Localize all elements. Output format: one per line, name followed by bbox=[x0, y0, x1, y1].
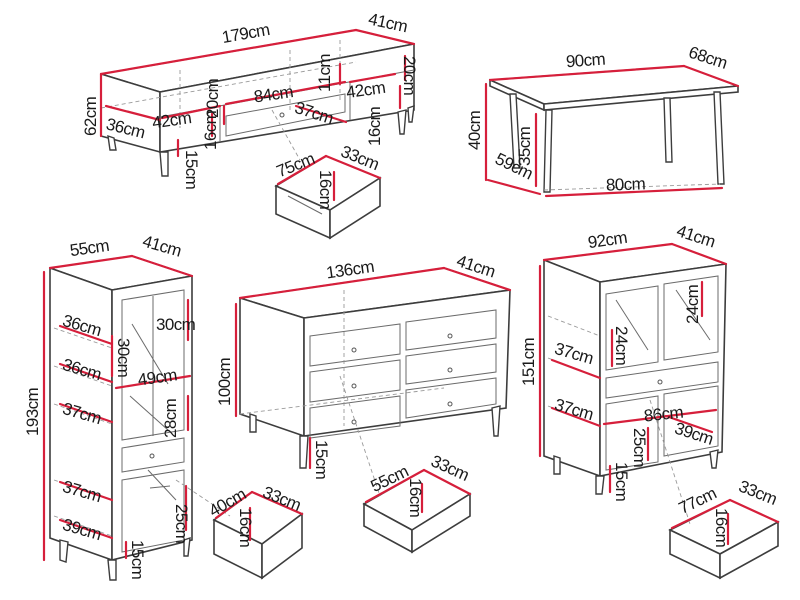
dresser-drawer-drawing bbox=[339, 375, 472, 554]
tv-inner-depth-label: 36cm bbox=[104, 114, 147, 142]
bookcase-drawer-height-label: 16cm bbox=[236, 508, 255, 548]
tv-drawer-drawing bbox=[271, 109, 382, 240]
tv-center-width-label: 84cm bbox=[253, 82, 295, 106]
bookcase-height-label: 193cm bbox=[23, 388, 42, 436]
highboard-shelf-left-label: 24cm bbox=[612, 326, 631, 366]
tv-leg-height-label: 15cm bbox=[182, 150, 201, 190]
tv-height-label: 62cm bbox=[81, 96, 100, 136]
table-width-label: 90cm bbox=[565, 50, 606, 72]
dresser-height-label: 100cm bbox=[215, 358, 234, 406]
dresser-labels: 136cm 41cm 100cm 15cm bbox=[215, 251, 498, 479]
bookcase-compartment-label: 30cm bbox=[114, 338, 133, 378]
bookcase-inner-width-label: 49cm bbox=[137, 365, 179, 389]
bookcase-dimensions bbox=[42, 254, 194, 562]
tv-depth-label: 41cm bbox=[367, 9, 410, 36]
highboard-dimensions bbox=[538, 242, 728, 494]
tv-drawer-height-label: 16cm bbox=[365, 106, 384, 146]
highboard-height-label: 151cm bbox=[519, 338, 538, 386]
coffee-table-labels: 90cm 68cm 40cm 59cm 35cm 80cm bbox=[465, 43, 730, 195]
dresser-dimensions bbox=[234, 266, 512, 470]
tv-cabinet-dimensions bbox=[99, 28, 416, 158]
highboard-leg-height-label: 15cm bbox=[612, 462, 631, 502]
dresser-leg-height-label: 15cm bbox=[312, 440, 331, 480]
highboard-inner-width-label: 86cm bbox=[643, 403, 684, 426]
tv-inner-height-label: 16cm bbox=[201, 110, 220, 150]
tv-left-niche-label: 42cm bbox=[151, 108, 193, 132]
bookcase-glass-inner-label: 30cm bbox=[156, 315, 196, 334]
coffee-table-dimensions bbox=[484, 64, 740, 198]
tv-width-label: 179cm bbox=[220, 20, 271, 47]
dresser-drawer-height-label: 16cm bbox=[406, 478, 425, 518]
table-bottom-width-label: 80cm bbox=[606, 174, 646, 194]
tv-niche-height-label: 20cm bbox=[203, 78, 222, 118]
highboard-drawer-drawing bbox=[649, 399, 780, 580]
tv-right-height-label: 20cm bbox=[400, 56, 419, 96]
dresser-width-label: 136cm bbox=[325, 257, 376, 283]
tv-drawer-height-label: 16cm bbox=[316, 170, 335, 210]
bookcase-lower-glass-label: 28cm bbox=[161, 398, 180, 438]
tv-top-small-label: 11cm bbox=[315, 54, 334, 92]
highboard-shelf-right-label: 24cm bbox=[683, 284, 702, 324]
bookcase-bottom-compartment-label: 25cm bbox=[172, 504, 191, 544]
tv-cabinet-labels: 179cm 41cm 62cm 36cm 42cm 20cm 16cm 84cm… bbox=[81, 9, 419, 189]
dresser-drawing bbox=[239, 267, 511, 469]
highboard-drawer-depth-label: 33cm bbox=[736, 477, 780, 509]
highboard-width-label: 92cm bbox=[587, 228, 629, 252]
bookcase-leg-height-label: 15cm bbox=[128, 540, 147, 580]
table-clearance-label: 35cm bbox=[515, 126, 534, 166]
bookcase-drawer-drawing bbox=[175, 479, 304, 580]
coffee-table-drawing bbox=[489, 65, 739, 193]
bookcase-depth-label: 41cm bbox=[140, 232, 183, 261]
bookcase-width-label: 55cm bbox=[69, 236, 111, 260]
highboard-lower-height-label: 25cm bbox=[630, 428, 649, 468]
table-height-label: 40cm bbox=[465, 110, 484, 150]
highboard-drawer-height-label: 16cm bbox=[712, 508, 731, 548]
tv-right-niche-label: 42cm bbox=[345, 78, 387, 102]
